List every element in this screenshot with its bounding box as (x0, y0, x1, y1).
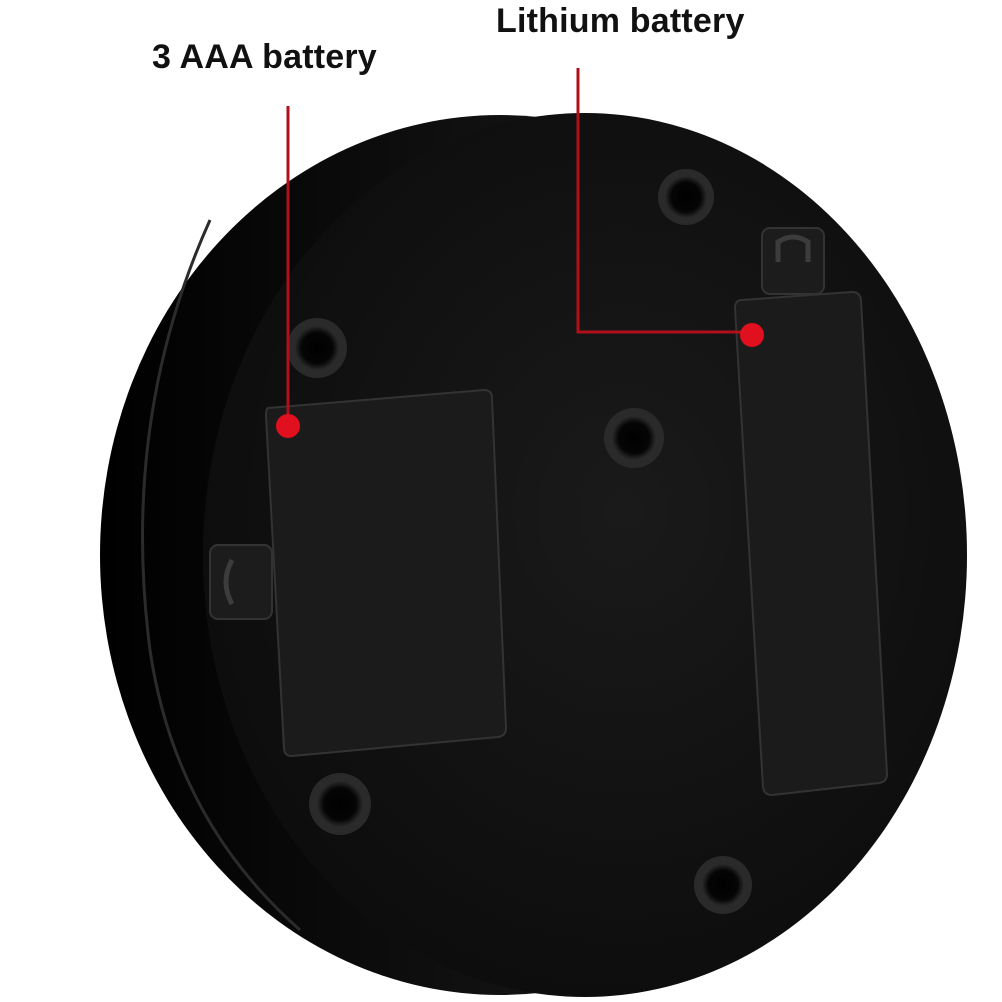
rim-highlight (141, 219, 301, 932)
mount-hole-icon (694, 856, 752, 914)
marker-dot-icon (276, 414, 300, 438)
aaa-battery-label: 3 AAA battery (152, 38, 377, 76)
leader-line-lithium (576, 68, 752, 334)
mount-hole-icon (287, 318, 347, 378)
mount-hole-icon (309, 773, 371, 835)
aaa-battery-cover[interactable] (264, 388, 508, 758)
latch-icon (209, 544, 273, 620)
latch-icon (761, 227, 825, 295)
lithium-battery-cover[interactable] (733, 290, 889, 797)
mount-hole-icon (604, 408, 664, 468)
lithium-battery-label: Lithium battery (496, 2, 745, 40)
marker-dot-icon (740, 323, 764, 347)
mount-hole-icon (658, 169, 714, 225)
